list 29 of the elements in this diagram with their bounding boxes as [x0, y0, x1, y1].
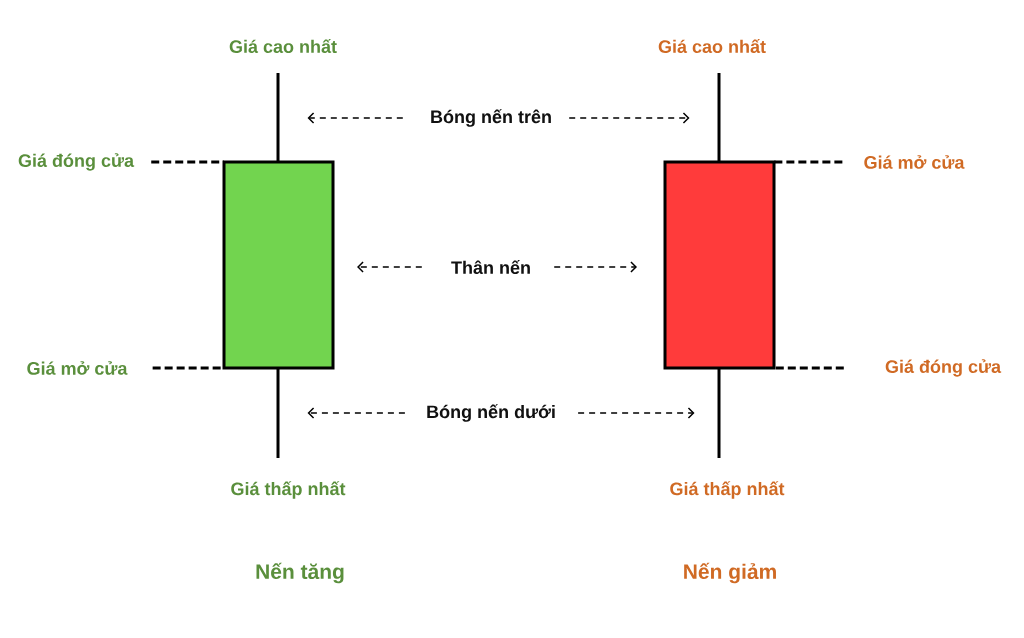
part-label: Thân nến — [451, 260, 530, 274]
price-label: Giá mở cửa — [27, 361, 128, 375]
candle-wick — [717, 73, 721, 162]
arrow — [307, 112, 404, 124]
candle-body — [222, 160, 335, 370]
price-label: Giá mở cửa — [864, 155, 965, 169]
candle-wick — [276, 73, 280, 162]
price-label: Giá đóng cửa — [885, 359, 1002, 377]
leader-line — [774, 160, 843, 164]
candle-body — [663, 160, 776, 370]
arrow — [357, 261, 423, 273]
leader-line — [774, 366, 844, 370]
arrow — [568, 112, 690, 124]
price-label: Giá đóng cửa — [18, 153, 135, 171]
arrow — [307, 407, 406, 419]
candle-caption: Nến tăng — [256, 562, 344, 584]
candle-wick — [717, 368, 721, 458]
arrow — [577, 407, 695, 419]
arrow — [553, 261, 637, 273]
candle-caption: Nến giảm — [684, 562, 776, 584]
part-label: Bóng nến dưới — [427, 404, 555, 422]
price-label: Giá thấp nhất — [231, 481, 346, 499]
price-label: Giá cao nhất — [229, 39, 337, 53]
leader-line — [151, 160, 224, 164]
candle-wick — [276, 368, 280, 458]
price-label: Giá cao nhất — [658, 39, 766, 53]
part-label: Bóng nến trên — [431, 109, 551, 127]
price-label: Giá thấp nhất — [670, 481, 785, 499]
leader-line — [152, 366, 224, 370]
